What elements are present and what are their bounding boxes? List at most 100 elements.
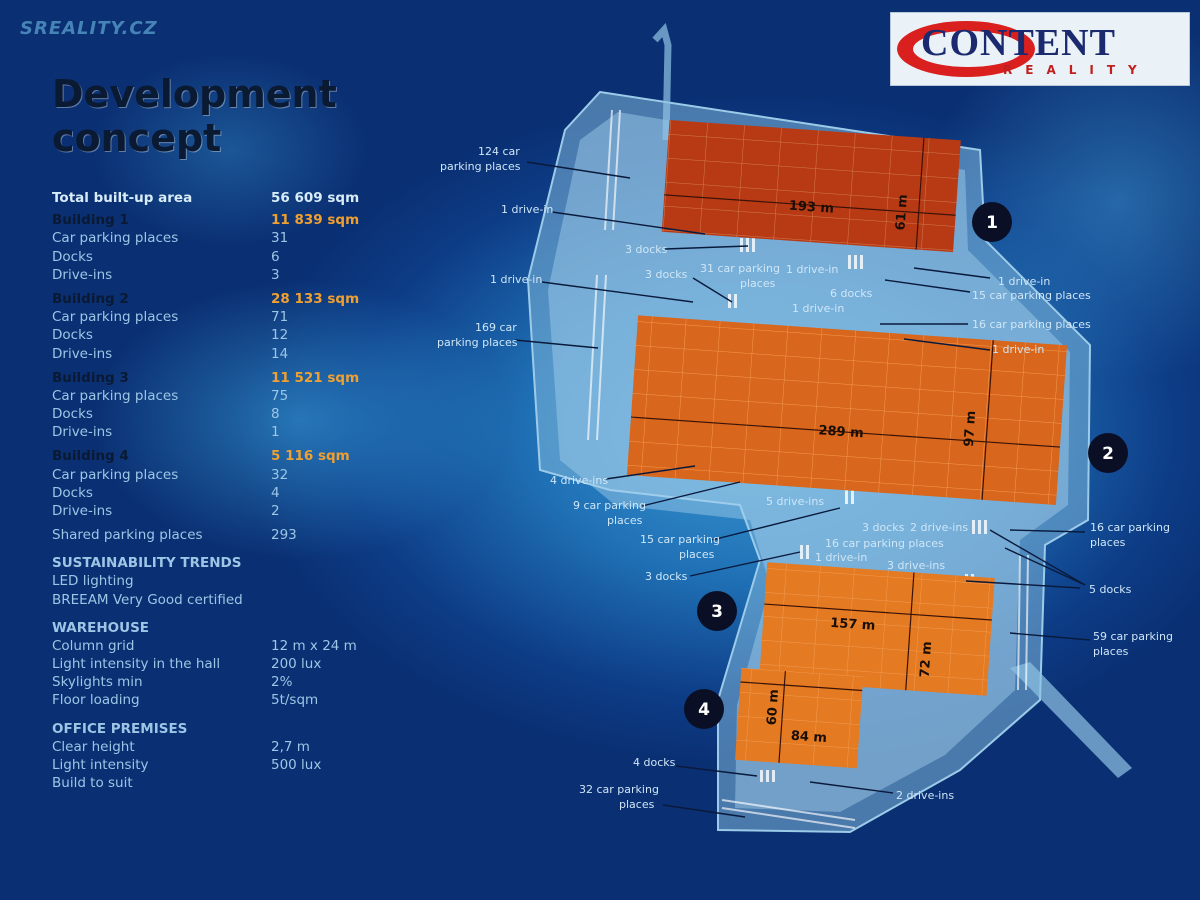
callout-3-docks-2: 3 docks [645, 268, 688, 281]
badge-3: 3 [697, 591, 737, 631]
shared-parking-label: Shared parking places [52, 527, 203, 544]
dim-b3-width: 72 m [918, 641, 935, 678]
spec-label: Drive-ins [52, 345, 113, 362]
dim-b4-length: 84 m [790, 729, 827, 746]
spec-value: 32 [271, 466, 289, 483]
callout-drive-in-3: 1 drive-in [998, 275, 1050, 288]
spec-label: Skylights min [52, 674, 143, 691]
callout-31-car-1: 31 car parking [700, 262, 780, 275]
building-name: Building 2 [52, 290, 129, 307]
callout-drive-in-4: 1 drive-in [490, 273, 542, 286]
badge-number: 3 [711, 602, 723, 622]
spec-row: Drive-ins 3 [52, 267, 382, 285]
page-title: Development concept [52, 72, 337, 160]
badge-number: 2 [1102, 444, 1114, 464]
building-4: 84 m 60 m [735, 668, 864, 769]
spec-value: 4 [271, 484, 280, 501]
badge-4: 4 [684, 689, 724, 729]
access-road [1010, 662, 1132, 778]
total-area-label: Total built-up area [52, 190, 193, 206]
spec-value: 8 [271, 406, 280, 423]
spec-label: Drive-ins [52, 266, 113, 283]
callout-drive-in-5: 1 drive-in [792, 302, 844, 315]
callout-16-car-2a: 16 car parking [1090, 521, 1170, 534]
callout-59-car-1: 59 car parking [1093, 630, 1173, 643]
access-road-top [652, 22, 672, 141]
building-heading: Building 1 11 839 sqm [52, 212, 382, 230]
callout-16-car-3: 16 car parking places [825, 537, 944, 550]
spec-row: Build to suit [52, 775, 382, 793]
shared-parking-value: 293 [271, 527, 297, 544]
dim-b2-length: 289 m [818, 423, 864, 441]
total-area-row: Total built-up area 56 609 sqm [52, 190, 382, 208]
callout-9-car-2: places [607, 514, 643, 527]
callout-4-drive-ins: 4 drive-ins [550, 474, 608, 487]
spec-value: 2,7 m [271, 738, 310, 755]
logo-text: CONTENT [921, 22, 1116, 64]
spec-row: Drive-ins 14 [52, 346, 382, 364]
callout-5-drive-ins: 5 drive-ins [766, 495, 824, 508]
spec-label: Drive-ins [52, 424, 113, 441]
callouts: 124 car parking places 1 drive-in 3 dock… [437, 145, 1173, 811]
sustainability-text: LED lighting [52, 573, 134, 590]
badge-number: 4 [698, 700, 710, 720]
building-3: 157 m 72 m [759, 562, 995, 696]
sustainability-text: BREEAM Very Good certified [52, 591, 243, 608]
dim-b1-length: 193 m [788, 199, 834, 217]
dim-b1-width: 61 m [893, 194, 910, 231]
spec-value: 1 [271, 424, 280, 441]
dim-b2-width: 97 m [962, 410, 979, 447]
callout-15-car-2a: 15 car parking [640, 533, 720, 546]
callout-2-drive-ins-2: 2 drive-ins [896, 789, 954, 802]
spec-label: Build to suit [52, 774, 133, 791]
badge-2: 2 [1088, 433, 1128, 473]
callout-16-car: 16 car parking places [972, 318, 1091, 331]
spec-label: Floor loading [52, 692, 140, 709]
title-line-2: concept [52, 116, 222, 160]
callout-3-docks-3: 3 docks [862, 521, 905, 534]
spec-value: 75 [271, 387, 289, 404]
callout-32-car-1: 32 car parking [579, 783, 659, 796]
spec-value: 2 [271, 503, 280, 519]
spec-label: Car parking places [52, 230, 179, 247]
callout-16-car-2b: places [1090, 536, 1126, 549]
office-heading: OFFICE PREMISES [52, 720, 188, 737]
sustainability-heading: SUSTAINABILITY TRENDS [52, 555, 242, 572]
spec-value: 3 [271, 266, 280, 283]
callout-59-car-2: places [1093, 645, 1129, 658]
callout-drive-in-7: 1 drive-in [815, 551, 867, 564]
callout-15-car: 15 car parking places [972, 289, 1091, 302]
badge-number: 1 [986, 213, 998, 233]
dim-b3-length: 157 m [830, 616, 876, 634]
callout-169-car-2: parking places [437, 336, 518, 349]
shared-parking-row: Shared parking places 293 [52, 527, 382, 545]
spec-value: 12 [271, 327, 289, 344]
spec-label: Column grid [52, 637, 135, 654]
building-name: Building 3 [52, 369, 129, 386]
building-name: Building 4 [52, 448, 129, 465]
spec-value: 12 m x 24 m [271, 637, 357, 654]
sustainability-item: BREEAM Very Good certified [52, 592, 382, 610]
callout-32-car-2: places [619, 798, 655, 811]
building-name: Building 1 [52, 212, 129, 229]
spec-label: Light intensity [52, 756, 149, 773]
company-logo: CONTENT REALITY [890, 12, 1190, 86]
spec-label: Docks [52, 406, 93, 423]
spec-value: 6 [271, 248, 280, 265]
building-area: 11 839 sqm [271, 212, 360, 229]
dim-b4-width: 60 m [765, 689, 782, 726]
callout-5-docks: 5 docks [1089, 583, 1132, 596]
spec-row: Drive-ins 1 [52, 424, 382, 442]
spec-value: 200 lux [271, 655, 322, 672]
spec-value: 14 [271, 345, 289, 362]
